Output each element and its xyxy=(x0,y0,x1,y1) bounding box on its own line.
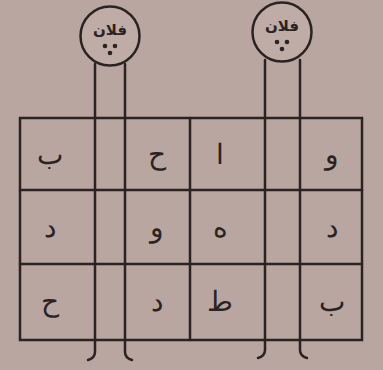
head-circle: فلان xyxy=(79,5,141,67)
head-label: فلان xyxy=(265,19,299,34)
grid-letter: ه xyxy=(213,214,228,242)
figure-body xyxy=(88,64,95,360)
grid-letter: و xyxy=(325,141,339,169)
grid-letter: د xyxy=(326,214,338,242)
grid-frame xyxy=(20,118,362,340)
grid-letter: ب xyxy=(37,141,63,169)
head-label: فلان xyxy=(93,23,127,38)
figure-body xyxy=(300,60,307,358)
figure-body xyxy=(125,64,132,360)
figure-body xyxy=(258,60,265,358)
grid-letter: ب xyxy=(319,288,345,316)
grid-letter: د xyxy=(151,288,163,316)
grid-letter: و xyxy=(150,214,164,242)
head-circle: فلان xyxy=(251,1,313,63)
grid-letter: ح xyxy=(41,288,59,316)
grid-letter: ط xyxy=(207,288,233,316)
grid-line xyxy=(189,118,192,340)
grid-letter: د xyxy=(44,214,56,242)
grid-letter: ح xyxy=(148,141,166,169)
grid-letter: ا xyxy=(216,141,224,169)
